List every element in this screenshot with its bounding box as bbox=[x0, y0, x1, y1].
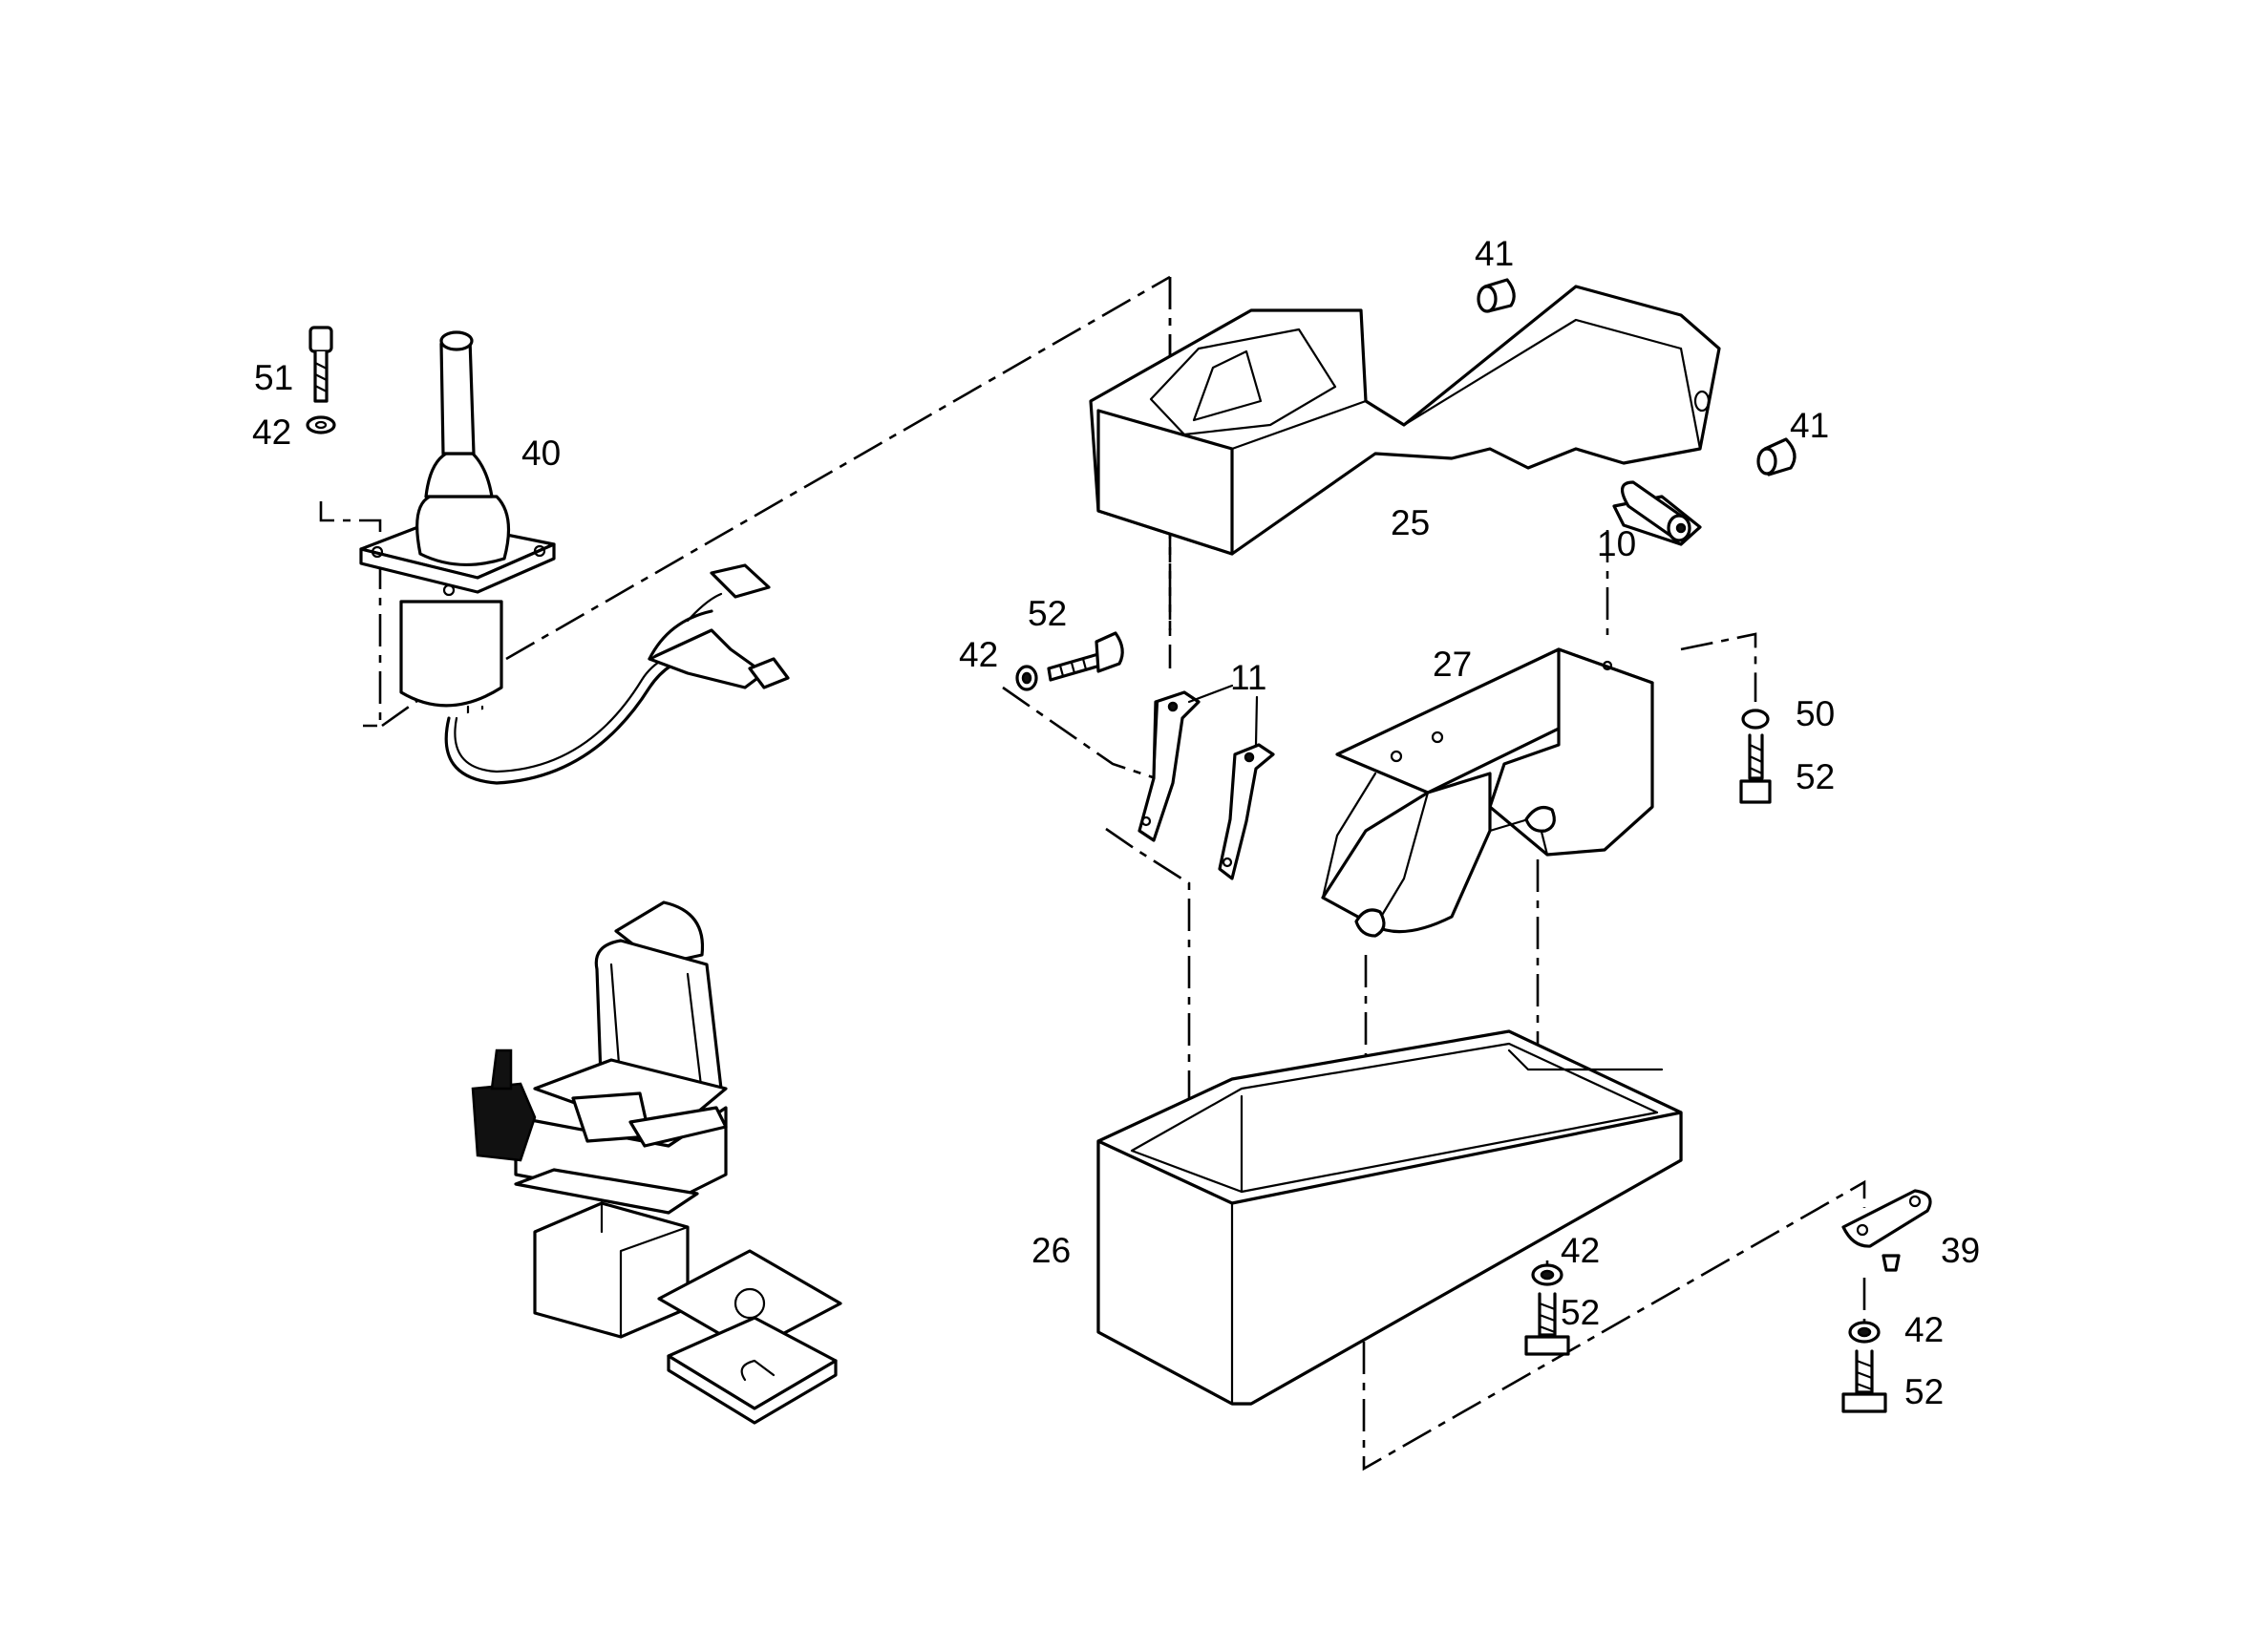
callout-42: 42 bbox=[959, 635, 998, 674]
callout-40: 40 bbox=[521, 434, 561, 473]
operator-seat-illustration bbox=[471, 900, 842, 1425]
pin-41-right bbox=[1756, 437, 1797, 477]
pin-41-top bbox=[1477, 278, 1516, 313]
callout-10: 10 bbox=[1597, 524, 1636, 563]
strap-11-right bbox=[1218, 743, 1275, 880]
callout-27: 27 bbox=[1433, 645, 1472, 684]
upper-console-25 bbox=[1089, 285, 1721, 556]
strap-11-left bbox=[1138, 690, 1201, 842]
callout-42: 42 bbox=[1904, 1310, 1944, 1349]
callout-26: 26 bbox=[1031, 1231, 1071, 1270]
bolt-52-washer-42-left bbox=[1015, 631, 1124, 691]
leader-lines bbox=[1187, 684, 1259, 747]
callout-52: 52 bbox=[1028, 594, 1067, 633]
callout-41: 41 bbox=[1475, 234, 1514, 273]
pin-10 bbox=[1612, 480, 1702, 546]
callout-39: 39 bbox=[1941, 1231, 1980, 1270]
callout-51: 51 bbox=[254, 358, 293, 397]
lower-console-26 bbox=[1096, 1029, 1683, 1406]
callout-52: 52 bbox=[1904, 1372, 1944, 1411]
callout-50: 50 bbox=[1796, 694, 1835, 733]
assembly-lines bbox=[319, 275, 1866, 1472]
callout-11: 11 bbox=[1230, 658, 1266, 697]
callout-42: 42 bbox=[252, 413, 291, 452]
callout-25: 25 bbox=[1391, 503, 1430, 542]
washer-42-bolt-52-bottom-right bbox=[1841, 1321, 1887, 1413]
bracket-27 bbox=[1321, 647, 1654, 938]
washer-42-bolt-52-bottom bbox=[1524, 1263, 1570, 1356]
callout-42: 42 bbox=[1561, 1231, 1600, 1270]
washer-50-bolt-52-right bbox=[1739, 709, 1772, 804]
bolt-51-washer-42 bbox=[306, 326, 336, 434]
joystick-assembly bbox=[359, 330, 790, 785]
callout-52: 52 bbox=[1796, 757, 1835, 796]
callout-41: 41 bbox=[1790, 406, 1829, 445]
plate-39 bbox=[1841, 1189, 1932, 1272]
callout-labels: 51 42 40 41 41 25 10 52 42 11 27 50 52 2… bbox=[252, 234, 1980, 1411]
callout-52: 52 bbox=[1561, 1293, 1600, 1332]
